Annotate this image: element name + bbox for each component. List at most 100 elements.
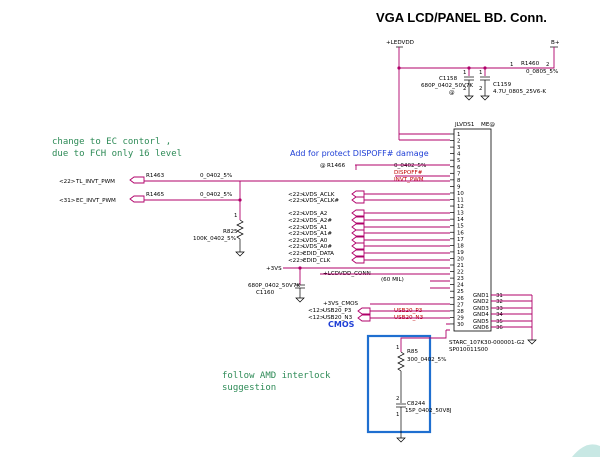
lvds-net-sheet: <22> bbox=[288, 244, 305, 250]
lvds-net-sheet: <22> bbox=[288, 231, 305, 237]
usb-port-icon bbox=[357, 307, 371, 322]
connector-pin-number: 13 bbox=[457, 211, 464, 217]
lvds-net-name: LVDS_A1# bbox=[303, 231, 332, 237]
connector-pin-number: 27 bbox=[457, 302, 464, 308]
ec-invt-sheet: <31> bbox=[59, 198, 76, 204]
connector-gnd-pin-number: 31 bbox=[496, 293, 503, 299]
connector-pin-number: 3 bbox=[457, 145, 460, 151]
connector-pin-number: 20 bbox=[457, 256, 464, 262]
lvds-port-icon bbox=[351, 229, 365, 237]
note-amd-line1: follow AMD interlock bbox=[222, 371, 331, 381]
lvds-net-sheet: <22> bbox=[288, 258, 305, 264]
power-rail-wire bbox=[398, 47, 555, 69]
r1466-value: 0_0402_5% bbox=[394, 163, 426, 169]
lvds-net-name: LVDS_ACLK bbox=[303, 192, 335, 198]
connector-gnd-pin-name: GND3 bbox=[473, 306, 489, 312]
connector-pin-number: 11 bbox=[457, 198, 464, 204]
bplus-label: B+ bbox=[551, 40, 560, 46]
c1158-ground-icon bbox=[464, 95, 474, 101]
ec-invt-port-icon bbox=[129, 195, 145, 203]
c1160-value: 680P_0402_50V7K bbox=[248, 283, 300, 289]
r1463-ref: R1463 bbox=[146, 173, 165, 179]
connector-pin-number: 25 bbox=[457, 289, 464, 295]
interlock-feed-wire bbox=[400, 330, 447, 352]
r85-ref: R85 bbox=[407, 349, 418, 355]
connector-gnd-pin-number: 32 bbox=[496, 299, 503, 305]
note-ec-line1: change to EC contorl , bbox=[52, 137, 171, 147]
connector-pin-number: 14 bbox=[457, 217, 464, 223]
lvds-net-group: <22>LVDS_ACLK<22>LVDS_ACLK#<22>LVDS_A2<2… bbox=[288, 190, 450, 264]
corner-watermark-shape bbox=[572, 444, 600, 457]
r85-pin1: 1 bbox=[396, 345, 399, 351]
connector-pin-number: 23 bbox=[457, 276, 464, 282]
usb-p-sheet: <12> bbox=[308, 308, 325, 314]
lvds-port-icon bbox=[351, 209, 365, 217]
ec-invt-net: EC_INVT_PWM bbox=[76, 198, 116, 204]
r1460-pin2: 2 bbox=[546, 62, 549, 68]
connector-pin-number: 29 bbox=[457, 315, 464, 321]
r1466-at: @ bbox=[320, 163, 326, 169]
lvds-net-sheet: <22> bbox=[288, 251, 305, 257]
connector-pin-number: 22 bbox=[457, 270, 464, 276]
lvds-net-name: LVDS_A2 bbox=[303, 211, 327, 217]
connector-pin-number: 7 bbox=[457, 171, 460, 177]
c1158-pin1: 1 bbox=[463, 70, 466, 76]
c8244-value: 15P_0402_50V8J bbox=[405, 408, 452, 414]
lvds-net-sheet: <22> bbox=[288, 192, 305, 198]
lvds-net-name: LVDS_A2# bbox=[303, 218, 332, 224]
r85-resistor-icon bbox=[397, 351, 405, 372]
c8244-ground-icon bbox=[396, 437, 406, 443]
connector-pin-number: 4 bbox=[457, 152, 461, 158]
note-dispoff: Add for protect DISPOFF# damage bbox=[290, 149, 429, 158]
lvds-net-name: EDID_CLK bbox=[303, 258, 331, 264]
lvds-port-icon bbox=[351, 249, 365, 257]
c1159-value: 4.7U_0805_25V6-K bbox=[493, 89, 546, 95]
connector-pin-number: 15 bbox=[457, 224, 464, 230]
c1158-value: 680P_0402_50V7K bbox=[421, 83, 473, 89]
interlock-highlight-box bbox=[366, 334, 432, 434]
lvds-net-sheet: <22> bbox=[288, 218, 305, 224]
r825-ref: R825 bbox=[223, 229, 238, 235]
lvds-net-name: LVDS_A1 bbox=[303, 225, 328, 231]
connector-pin-number: 6 bbox=[457, 165, 461, 171]
connector-pin-number: 16 bbox=[457, 230, 464, 236]
c1159-ground-icon bbox=[480, 95, 490, 101]
connector-gnd-pin-name: GND2 bbox=[473, 299, 489, 305]
note-cmos: CMOS bbox=[328, 320, 355, 329]
c1160-ref: C1160 bbox=[256, 290, 275, 296]
junction-rail bbox=[397, 66, 401, 70]
c8244-pin1: 1 bbox=[396, 412, 399, 418]
lvds-net-name: LVDS_A0# bbox=[303, 244, 332, 250]
c1158-at: @ bbox=[449, 90, 455, 96]
usb-wires bbox=[370, 310, 450, 319]
connector-gnd-pin-name: GND5 bbox=[473, 319, 489, 325]
c1159-pin2: 2 bbox=[479, 86, 482, 92]
lvds-port-icon bbox=[351, 190, 365, 198]
note-amd-line2: suggestion bbox=[222, 383, 276, 393]
connector-pin-number: 1 bbox=[457, 132, 460, 138]
lvds-port-icon bbox=[351, 223, 365, 231]
junction-v3vs bbox=[298, 266, 302, 270]
r1460-ref: R1460 bbox=[521, 61, 540, 67]
connector-pin-column: 1234567891011121314151617181920212223242… bbox=[450, 132, 464, 328]
connector-gnd-pin-name: GND4 bbox=[473, 312, 489, 318]
connector-pin-number: 19 bbox=[457, 250, 464, 256]
r825-value: 100K_0402_5% bbox=[193, 236, 236, 242]
c1160-ground-icon bbox=[295, 297, 305, 303]
note-ec-line2: due to FCH only 16 level bbox=[52, 149, 182, 159]
dispoff-net: DISPOFF# bbox=[394, 170, 423, 176]
usb-p-net: USB20_P3 bbox=[323, 308, 352, 314]
r85-value: 300_0402_5% bbox=[407, 357, 446, 363]
gnd-bus-ground-icon bbox=[527, 339, 537, 345]
connector-suffix: ME@ bbox=[481, 122, 495, 128]
connector-pin-number: 17 bbox=[457, 237, 464, 243]
connector-pin-number: 5 bbox=[457, 158, 460, 164]
usb-n-sheet: <12> bbox=[308, 315, 325, 321]
connector-pin-number: 26 bbox=[457, 296, 464, 302]
lvds-port-icon bbox=[351, 196, 365, 204]
r1465-ref: R1465 bbox=[146, 192, 165, 198]
tl-invt-net: TL_INVT_PWM bbox=[75, 179, 115, 185]
lvds-net-name: LVDS_A0 bbox=[303, 238, 328, 244]
lvds-net-sheet: <22> bbox=[288, 238, 305, 244]
